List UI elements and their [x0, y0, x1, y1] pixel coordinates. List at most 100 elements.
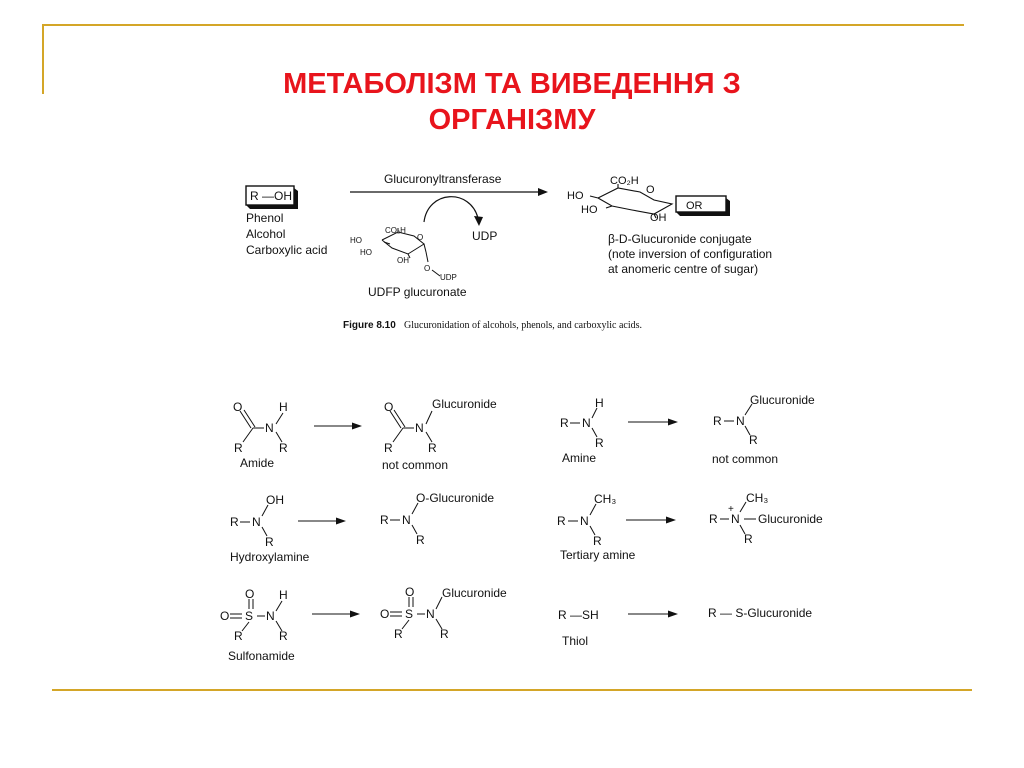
tertiary-amine-product-n: N — [731, 512, 740, 526]
amide-n: N — [265, 421, 274, 435]
amine-product-note: not common — [712, 452, 778, 466]
figure-caption-text: Glucuronidation of alcohols, phenols, an… — [404, 320, 642, 331]
amine-product-n: N — [736, 414, 745, 428]
hydroxylamine-name: Hydroxylamine — [230, 550, 310, 564]
product-ho-2: HO — [581, 204, 598, 216]
amide-product-r-1: R — [384, 441, 393, 455]
sulfonamide-product-s: S — [405, 607, 413, 621]
hydroxylamine-product-o-glucuronide: O-Glucuronide — [416, 491, 494, 505]
enzyme-label: Glucuronyltransferase — [384, 172, 502, 186]
tertiary-amine-r-2: R — [593, 534, 602, 548]
tertiary-amine-product-r: R — [709, 512, 718, 526]
sulfonamide-r-1: R — [234, 629, 243, 643]
amide-r-2: R — [279, 441, 288, 455]
amine-product-r: R — [713, 414, 722, 428]
cofactor-name: UDFP glucuronate — [368, 285, 467, 299]
bottom-arrowheads — [336, 418, 678, 618]
udp-curved-arrow — [423, 196, 479, 223]
sulfonamide-product-o-left: O — [380, 607, 389, 621]
product-oh: OH — [650, 212, 667, 224]
sulfonamide-product-n: N — [426, 607, 435, 621]
sulfonamide-o-top: O — [245, 587, 254, 601]
amine-r-2: R — [595, 436, 604, 450]
hydroxylamine-r: R — [230, 515, 239, 529]
tertiary-amine-product-r-2: R — [744, 532, 753, 546]
sulfonamide-product-o-top: O — [405, 585, 414, 599]
figure-caption-label: Figure 8.10 — [343, 320, 396, 331]
amide-product-note: not common — [382, 458, 448, 472]
hydroxylamine-n: N — [252, 515, 261, 529]
udp-glucuronate-ring-o: O — [417, 233, 423, 242]
frame-top-line — [42, 24, 964, 26]
title-line-1: МЕТАБОЛІЗМ ТА ВИВЕДЕННЯ З — [283, 68, 741, 100]
udp-glucuronate-oh: OH — [397, 256, 409, 265]
substrate-carboxylic-acid: Carboxylic acid — [246, 243, 327, 257]
amide-r-1: R — [234, 441, 243, 455]
amine-product-r-2: R — [749, 433, 758, 447]
amine-name: Amine — [562, 451, 596, 465]
amine-r: R — [560, 416, 569, 430]
amide-product-glucuronide: Glucuronide — [432, 397, 497, 411]
hydroxylamine-product-r-2: R — [416, 533, 425, 547]
product-caption-3: at anomeric centre of sugar) — [608, 262, 758, 276]
sulfonamide-o-left: O — [220, 609, 229, 623]
amide-o: O — [233, 400, 242, 414]
amide-h: H — [279, 400, 288, 414]
substrate-box-shadow — [246, 188, 298, 209]
product-or-label: OR — [686, 200, 703, 212]
product-co2h: CO₂H — [610, 175, 639, 187]
udp-glucuronate-udp: UDP — [440, 273, 457, 282]
udp-byproduct-label: UDP — [472, 229, 497, 243]
bottom-figure-bonds — [230, 403, 756, 632]
amide-product-o: O — [384, 400, 393, 414]
sulfonamide-name: Sulfonamide — [228, 649, 295, 663]
udp-glucuronate-ho-1: HO — [350, 236, 362, 245]
sulfonamide-h: H — [279, 588, 288, 602]
glucuronide-product-structure — [589, 184, 674, 219]
tertiary-amine-product-ch3: CH₃ — [746, 491, 768, 505]
title-line-2: ОРГАНІЗМУ — [428, 104, 596, 136]
sulfonamide-product-r-1: R — [394, 627, 403, 641]
tertiary-amine-name: Tertiary amine — [560, 548, 636, 562]
reaction-arrowhead — [538, 188, 548, 196]
udp-curved-arrowhead — [474, 216, 483, 226]
amine-n: N — [582, 416, 591, 430]
product-caption-1: β-D-Glucuronide conjugate — [608, 232, 752, 246]
tertiary-amine-ch3: CH₃ — [594, 492, 616, 506]
udp-glucuronate-link-o: O — [424, 264, 430, 273]
sulfonamide-r-2: R — [279, 629, 288, 643]
udp-glucuronate-ho-2: HO — [360, 248, 372, 257]
sulfonamide-product-r-2: R — [440, 627, 449, 641]
sulfonamide-product-glucuronide: Glucuronide — [442, 586, 507, 600]
hydroxylamine-r-2: R — [265, 535, 274, 549]
hydroxylamine-product-n: N — [402, 513, 411, 527]
substrate-phenol: Phenol — [246, 211, 283, 225]
bottom-arrows — [298, 421, 674, 615]
tertiary-amine-r: R — [557, 514, 566, 528]
udp-glucuronate-structure — [381, 228, 429, 263]
amide-product-r-2: R — [428, 441, 437, 455]
product-ho-1: HO — [567, 190, 584, 202]
product-caption-2: (note inversion of configuration — [608, 247, 772, 261]
sulfonamide-s: S — [245, 609, 253, 623]
substrate-alcohol: Alcohol — [246, 227, 285, 241]
udp-link-bond — [431, 269, 441, 277]
hydroxylamine-oh: OH — [266, 493, 284, 507]
amine-product-glucuronide: Glucuronide — [750, 393, 815, 407]
frame-left-line — [42, 24, 44, 94]
tertiary-amine-product-glucuronide: Glucuronide — [758, 512, 823, 526]
sulfonamide-n: N — [266, 609, 275, 623]
amine-h: H — [595, 396, 604, 410]
udp-glucuronate-co2h: CO₂H — [385, 226, 406, 235]
slide-title: МЕТАБОЛІЗМ ТА ВИВЕДЕННЯ З ОРГАНІЗМУ — [0, 66, 1024, 138]
thiol-reactant: R —SH — [558, 608, 599, 622]
hydroxylamine-product-r: R — [380, 513, 389, 527]
thiol-product: R — S-Glucuronide — [708, 606, 812, 620]
tertiary-amine-n: N — [580, 514, 589, 528]
thiol-name: Thiol — [562, 634, 588, 648]
product-ring-o: O — [646, 184, 655, 196]
amide-product-n: N — [415, 421, 424, 435]
substrate-box-label: R —OH — [250, 189, 292, 203]
tertiary-amine-product-plus: + — [728, 504, 734, 515]
